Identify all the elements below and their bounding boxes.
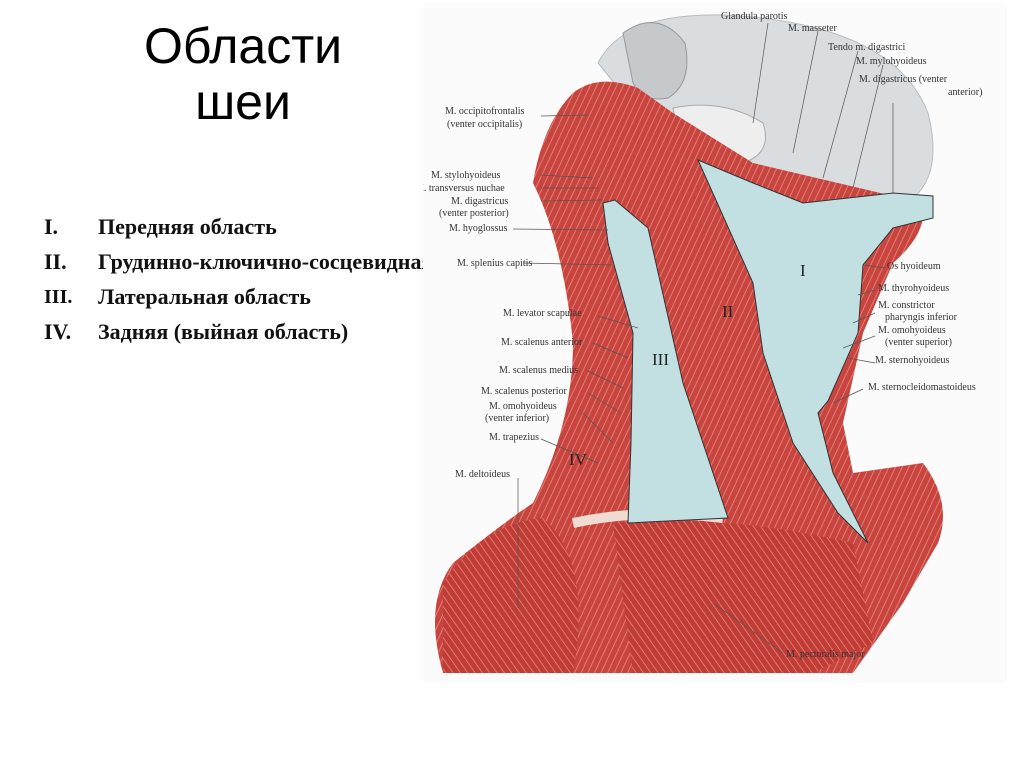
- label-digastricus-posterior-2: (venter posterior): [439, 208, 509, 219]
- label-scalenus-medius: M. scalenus medius: [499, 365, 578, 376]
- pectoralis-major-shape: [613, 520, 873, 673]
- label-constrictor-2: pharyngis inferior: [885, 312, 958, 323]
- region-number: II.: [44, 249, 67, 274]
- label-tendo-digastrici: Tendo m. digastrici: [828, 42, 906, 53]
- label-glandula-parotis: Glandula parotis: [721, 11, 787, 22]
- region-number: IV.: [44, 319, 72, 344]
- label-sternocleidomastoideus: M. sternocleidomastoideus: [868, 382, 976, 393]
- label-masseter: M. masseter: [788, 23, 838, 34]
- region-text: Передняя область: [98, 214, 277, 239]
- label-transversus-nuchae: M. transversus nuchae: [423, 183, 505, 194]
- label-splenius-capitis: M. splenius capitis: [457, 258, 532, 269]
- region-marker-iv: IV: [569, 450, 588, 469]
- neck-anatomy-illustration: I II III IV: [423, 3, 1007, 683]
- label-omohyoideus-superior: M. omohyoideus: [878, 325, 946, 336]
- region-item-posterior: IV. Задняя (выйная область): [44, 318, 564, 346]
- label-occipitofrontalis-2: (venter occipitalis): [447, 119, 522, 130]
- region-lateral-overlay: [602, 199, 729, 524]
- title-line-2: шеи: [195, 74, 291, 130]
- label-trapezius: M. trapezius: [489, 432, 539, 443]
- label-omohyoideus-superior-2: (venter superior): [885, 337, 952, 348]
- region-anterior-overlay: [697, 159, 934, 544]
- label-scalenus-anterior: M. scalenus anterior: [501, 337, 583, 348]
- leader-lines: [512, 22, 894, 654]
- slide-title: Области шеи: [118, 18, 368, 130]
- label-thyrohyoideus: M. thyrohyoideus: [878, 283, 949, 294]
- region-item-lateral: III. Латеральная область: [44, 283, 564, 311]
- label-os-hyoideum: Os hyoideum: [887, 261, 941, 272]
- region-marker-iii: III: [652, 350, 669, 369]
- region-text: Латеральная область: [98, 284, 311, 309]
- deltoid-shape: [443, 518, 579, 673]
- label-hyoglossus: M. hyoglossus: [449, 223, 507, 234]
- label-omohyoideus-inferior: M. omohyoideus: [489, 401, 557, 412]
- region-number: I.: [44, 214, 59, 239]
- label-stylohyoideus: M. stylohyoideus: [431, 170, 501, 181]
- label-constrictor: M. constrictor: [878, 300, 935, 311]
- region-marker-ii: II: [722, 302, 734, 321]
- region-marker-i: I: [800, 261, 806, 280]
- label-pectoralis-major: M. pectoralis major: [786, 649, 865, 660]
- title-line-1: Области: [143, 18, 343, 74]
- neck-anatomy-figure: I II III IV: [423, 3, 1007, 683]
- region-number: III.: [44, 286, 73, 308]
- label-deltoideus: M. deltoideus: [455, 469, 510, 480]
- label-omohyoideus-inferior-2: (venter inferior): [485, 413, 549, 424]
- label-digastricus-anterior: M. digastricus (venter: [859, 74, 948, 85]
- label-sternohyoideus: M. sternohyoideus: [875, 355, 950, 366]
- label-levator-scapulae: M. levator scapulae: [503, 308, 582, 319]
- label-mylohyoideus: M. mylohyoideus: [856, 56, 927, 67]
- label-occipitofrontalis: M. occipitofrontalis: [445, 106, 525, 117]
- region-text: Задняя (выйная область): [98, 319, 349, 344]
- label-digastricus-posterior: M. digastricus: [451, 196, 508, 207]
- label-scalenus-posterior: M. scalenus posterior: [481, 386, 567, 397]
- label-digastricus-anterior-2: anterior): [948, 87, 982, 98]
- region-item-anterior: I. Передняя область: [44, 213, 564, 241]
